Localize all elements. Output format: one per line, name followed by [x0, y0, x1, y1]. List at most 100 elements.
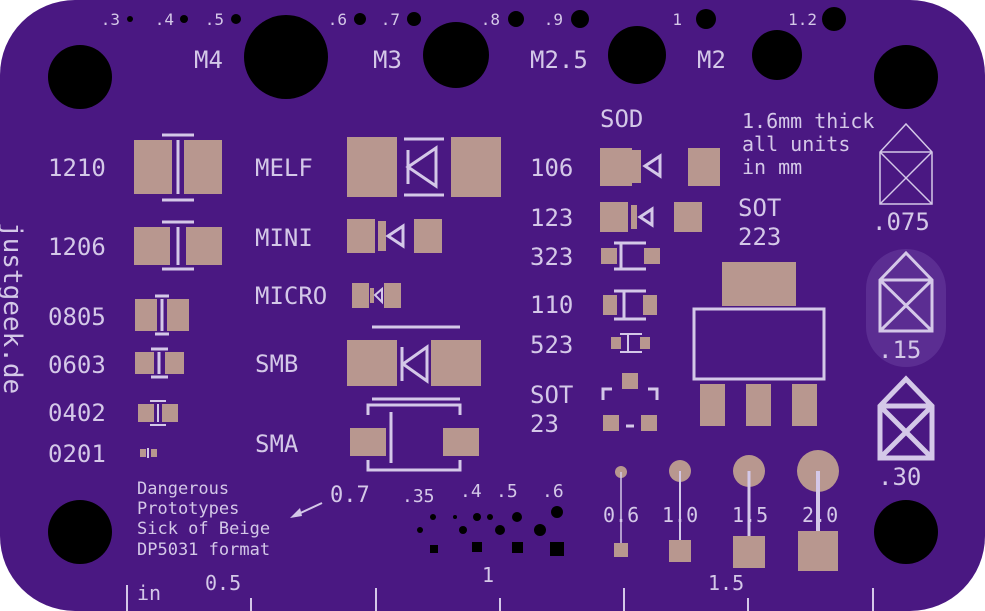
footprint-sod-323: [601, 241, 660, 271]
drill-hole: [696, 9, 716, 29]
pad-size-label: 2.0: [802, 503, 838, 527]
sot23-label-line1: SOT: [530, 381, 573, 409]
drill-label: .3: [101, 10, 120, 29]
sot223-label-line2: 223: [738, 223, 781, 251]
drill-label: .6: [328, 10, 347, 29]
screw-hole-m4: [244, 15, 328, 99]
diode-label-smb: SMB: [255, 350, 298, 378]
drill-hole: [231, 14, 241, 24]
drill-hole: [822, 7, 846, 31]
via-label: .6: [542, 481, 564, 502]
mount-hole-top-right: [874, 45, 938, 109]
sod-label-110: 110: [530, 291, 573, 319]
diode-label-melf: MELF: [255, 154, 313, 182]
diode-label-micro: MICRO: [255, 282, 327, 310]
screw-label-m2: M2: [697, 46, 726, 74]
sod-label-523: 523: [530, 331, 573, 359]
sod-label-323: 323: [530, 243, 573, 271]
drill-label: 1: [672, 10, 682, 29]
diode-label-sma: SMA: [255, 430, 299, 458]
pad-size-1-0: [669, 460, 691, 562]
mount-hole-bottom-right: [874, 500, 938, 564]
credit-line-4: DP5031 format: [137, 540, 270, 560]
smd-label-0402: 0402: [48, 399, 106, 427]
smd-label-0805: 0805: [48, 303, 106, 331]
footprint-0402: [138, 400, 178, 426]
trace-label-30: .30: [878, 463, 921, 491]
screw-label-m3: M3: [373, 46, 402, 74]
smd-label-1206: 1206: [48, 233, 106, 261]
footprint-sot223: [692, 262, 826, 426]
footprint-sot23: [601, 373, 659, 431]
smd-label-1210: 1210: [48, 154, 106, 182]
sot223-label-line1: SOT: [738, 194, 781, 222]
screw-hole-m3: [423, 22, 489, 88]
footprint-mini: [347, 219, 442, 253]
trace-sample-075: [879, 122, 933, 205]
trace-sample-30: [877, 375, 935, 461]
ruler: [126, 585, 874, 611]
info-thickness: 1.6mm thick: [742, 109, 874, 133]
info-units: all units: [742, 132, 850, 156]
via-arrow-head: [290, 508, 302, 518]
footprint-1206: [134, 220, 222, 271]
screw-label-m4: M4: [194, 46, 223, 74]
ruler-label-0-5: 0.5: [205, 571, 241, 595]
drill-label: .5: [205, 10, 224, 29]
footprint-smb: [347, 325, 481, 401]
footprint-0805: [135, 294, 189, 336]
footprint-micro: [352, 283, 401, 308]
trace-label-075: .075: [872, 208, 930, 236]
credit-line-2: Prototypes: [137, 499, 239, 519]
drill-hole: [180, 15, 188, 23]
brand-text: justgeek.de: [0, 222, 27, 394]
footprint-1210: [134, 133, 222, 202]
sod-label-123: 123: [530, 204, 573, 232]
drill-label: .9: [544, 10, 563, 29]
drill-label: .7: [381, 10, 400, 29]
credit-line-3: Sick of Beige: [137, 519, 270, 539]
drill-label: .4: [155, 10, 174, 29]
sot23-label-line2: 23: [530, 410, 559, 438]
mount-hole-bottom-left: [48, 500, 112, 564]
drill-label: 1.2: [788, 10, 817, 29]
pad-size-1-5: [733, 455, 765, 568]
via-arrow-label: 0.7: [330, 483, 370, 508]
ruler-label-1-5: 1.5: [708, 571, 744, 595]
sod-label-106: 106: [530, 154, 573, 182]
via-grid: [417, 506, 564, 556]
via-label: .4: [460, 481, 482, 502]
footprint-0603: [135, 347, 184, 379]
smd-label-0603: 0603: [48, 351, 106, 379]
ruler-unit-label: in: [137, 581, 161, 605]
trace-label-15: .15: [878, 336, 921, 364]
footprint-0201: [140, 448, 157, 458]
drill-label: .8: [481, 10, 500, 29]
footprint-sod-106: [600, 148, 720, 186]
via-label: .5: [496, 481, 518, 502]
mount-hole-top-left: [48, 45, 112, 109]
footprint-sma: [350, 403, 479, 472]
via-label: .35: [402, 486, 435, 507]
smd-label-0201: 0201: [48, 440, 106, 468]
screw-label-m2-5: M2.5: [530, 46, 588, 74]
screw-hole-m2: [752, 30, 802, 80]
info-mm: in mm: [742, 155, 802, 179]
footprint-sod-523: [611, 333, 650, 353]
diode-label-mini: MINI: [255, 224, 313, 252]
footprint-sod-123: [600, 202, 702, 232]
pad-size-0-6: [614, 466, 628, 557]
drill-hole: [407, 12, 421, 26]
drill-hole: [508, 11, 524, 27]
trace-sample-15: [878, 250, 934, 333]
drill-hole: [571, 10, 589, 28]
ruler-label-1: 1: [482, 563, 494, 587]
footprint-melf: [347, 137, 501, 197]
credit-line-1: Dangerous: [137, 479, 229, 499]
drill-hole: [354, 13, 366, 25]
drill-hole: [127, 16, 133, 22]
screw-hole-m2-5: [608, 26, 666, 84]
sod-title: SOD: [600, 105, 643, 133]
